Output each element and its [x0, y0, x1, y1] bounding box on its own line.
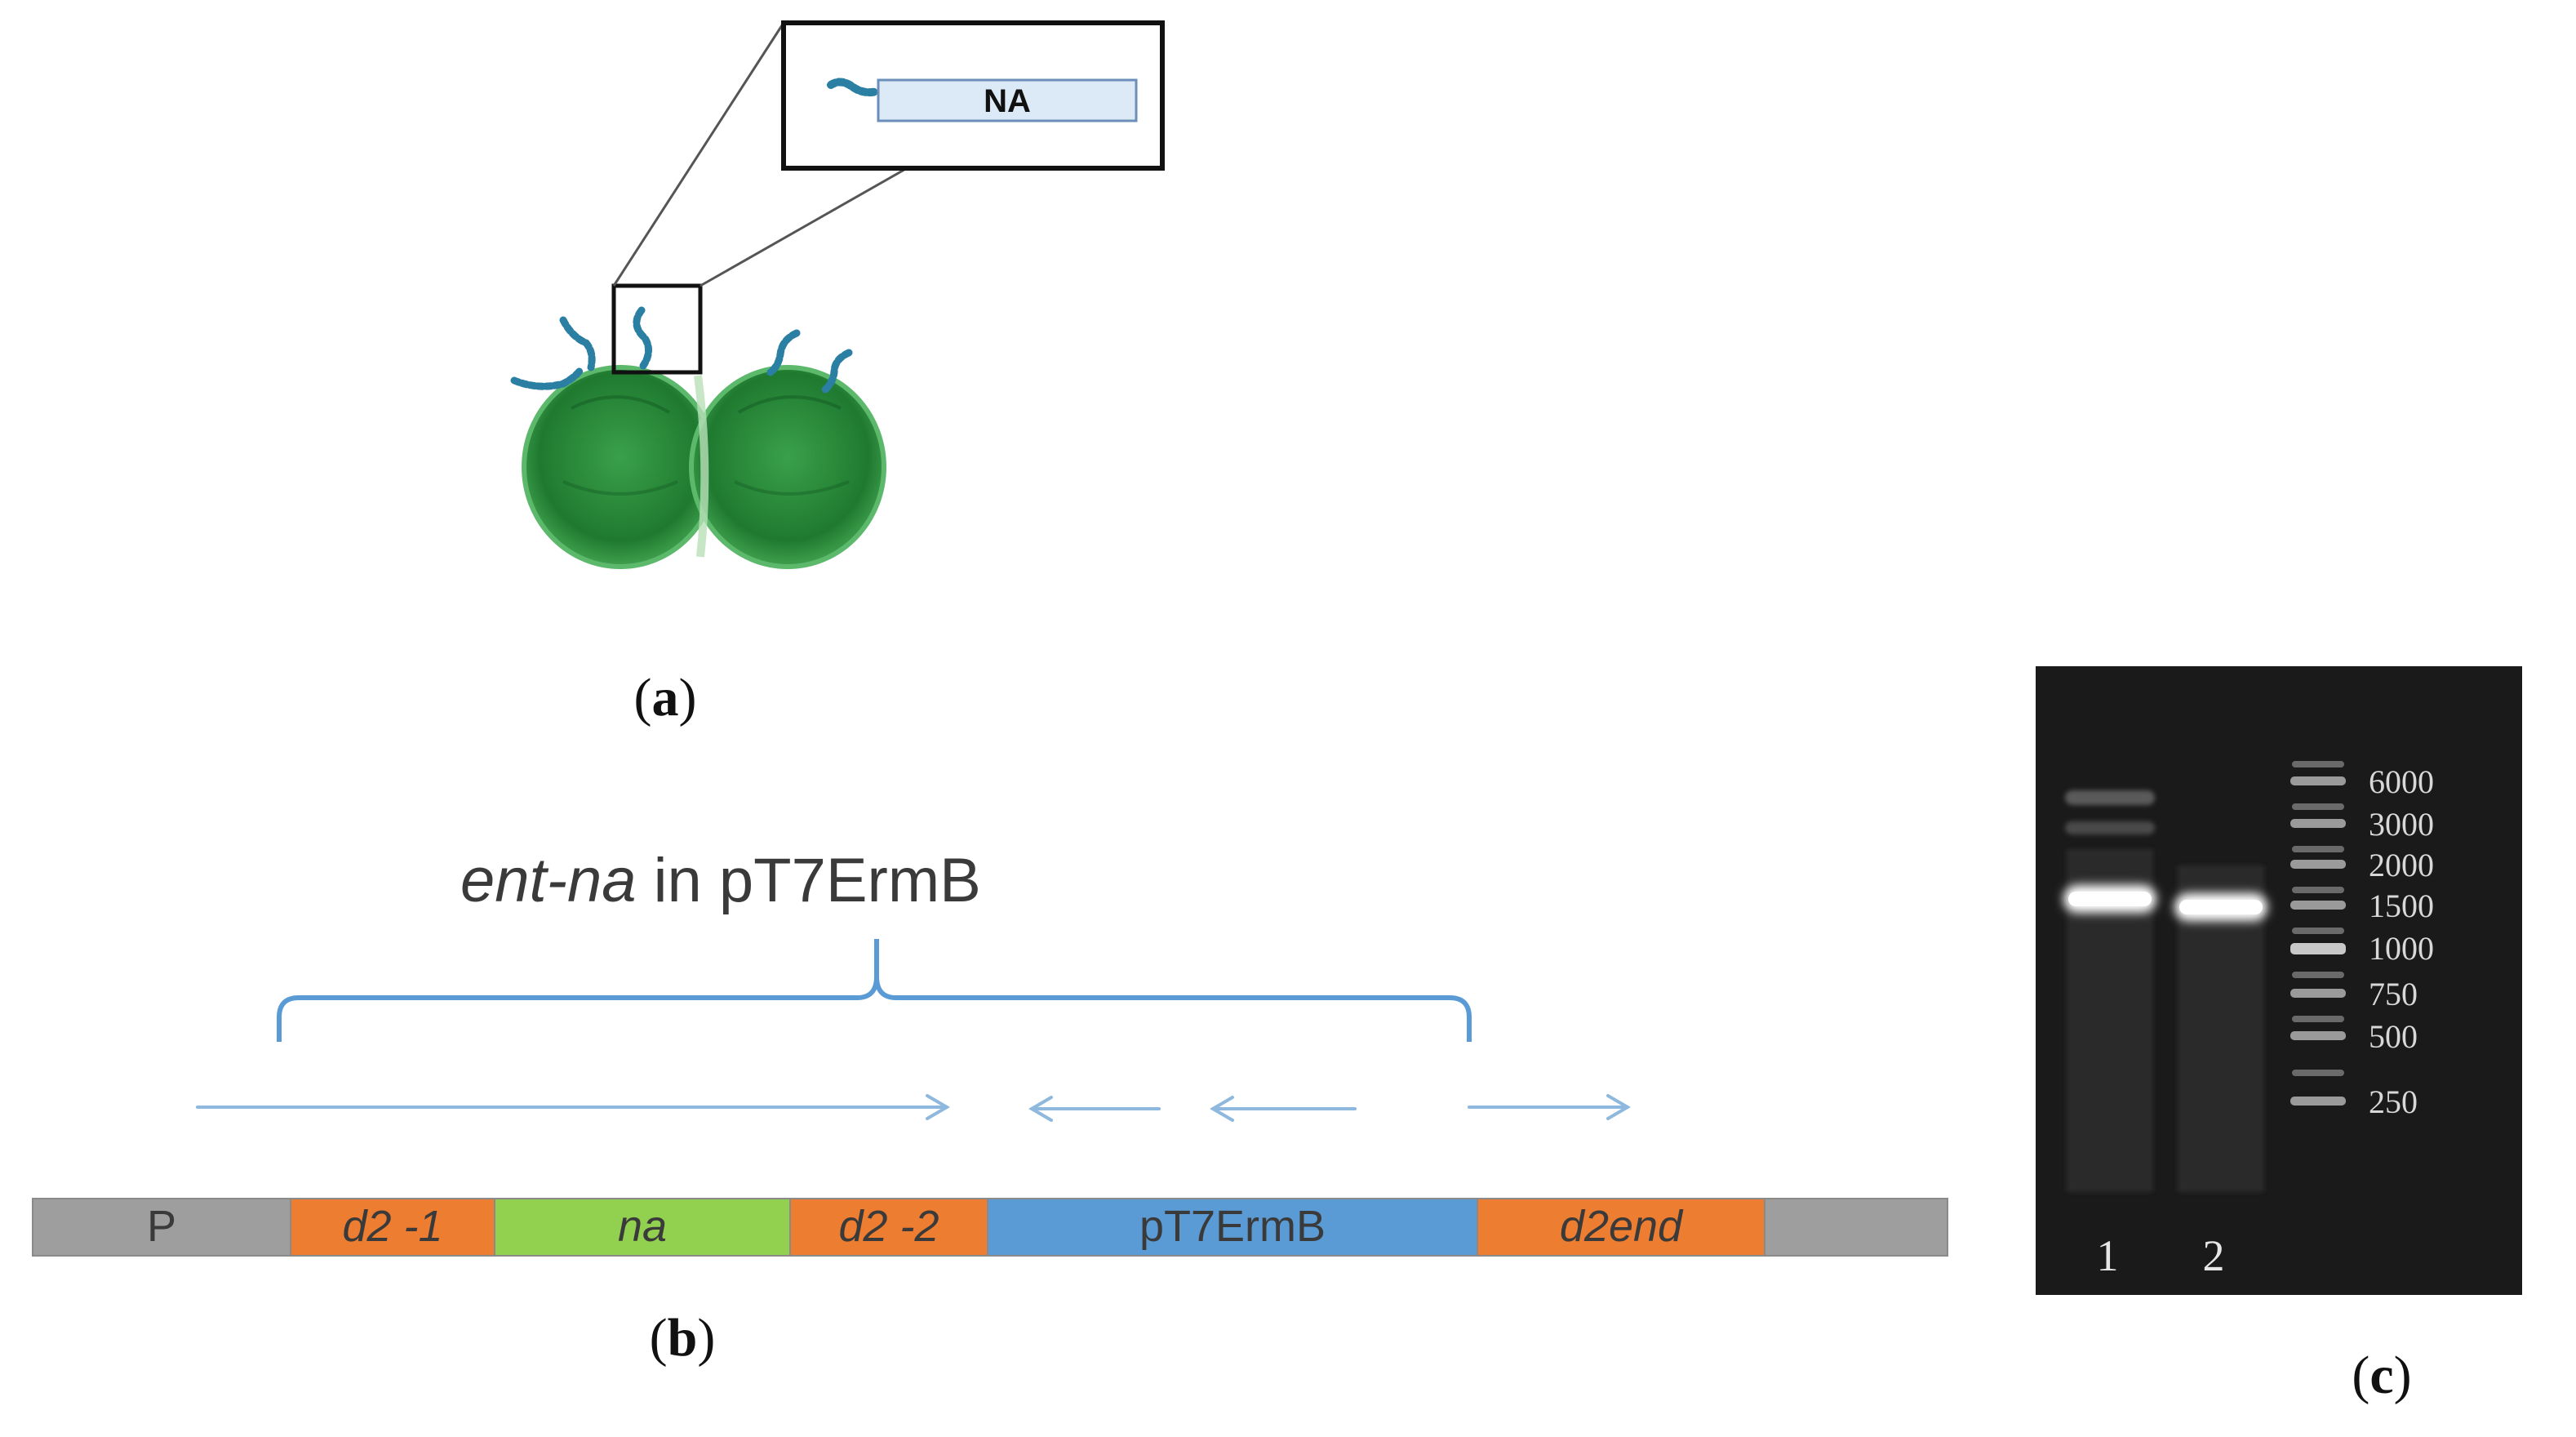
- ladder-band-1500: [2290, 901, 2346, 910]
- construct-segment-5: [1477, 1198, 1765, 1257]
- panel-letter-a: a: [652, 668, 679, 727]
- construct-segment-label-0: P: [147, 1202, 176, 1251]
- ladder-minor-band: [2292, 972, 2344, 978]
- orientation-arrows: [196, 1094, 1631, 1122]
- lane-2: [2174, 865, 2267, 1192]
- construct-segment-label-1: d2 -1: [342, 1202, 442, 1251]
- ladder-label-3000: 3000: [2369, 806, 2434, 843]
- ladder-band-2000: [2290, 860, 2346, 869]
- ladder-minor-band: [2292, 803, 2344, 810]
- ladder-label-750: 750: [2369, 976, 2418, 1012]
- surface-proteins: [510, 306, 853, 394]
- panel-c: 6000 3000 2000 1500 1000 750 500 250 1 2 (c): [2036, 666, 2522, 1405]
- ladder-band-250: [2290, 1097, 2346, 1106]
- panel-label-a: (a): [634, 668, 697, 727]
- panel-a: NA (a): [510, 20, 1165, 727]
- construct-segment-2: [494, 1198, 791, 1257]
- construct-segment-label-2: na: [618, 1202, 667, 1251]
- ladder-minor-band: [2292, 846, 2344, 852]
- ladder-label-500: 500: [2369, 1018, 2418, 1055]
- construct-title: ent-na in pT7ErmB: [460, 846, 981, 915]
- ladder-band-500: [2290, 1031, 2346, 1040]
- ladder-minor-band: [2292, 1070, 2344, 1076]
- arrow-forward-1: [196, 1094, 950, 1120]
- ladder-minor-band: [2292, 1016, 2344, 1022]
- arrow-forward-2: [1468, 1094, 1631, 1120]
- ladder-label-250: 250: [2369, 1083, 2418, 1120]
- ladder-band-1000: [2290, 943, 2346, 954]
- construct-title-gene: ent-na: [460, 846, 637, 915]
- lane-label-2: 2: [2203, 1231, 2225, 1280]
- ladder-minor-band: [2292, 928, 2344, 934]
- construct-bracket: [277, 939, 1472, 1042]
- construct-segment-4: [987, 1198, 1478, 1257]
- ladder-band-6000: [2290, 776, 2346, 785]
- arrow-reverse-2: [1210, 1096, 1357, 1122]
- ladder-label-1000: 1000: [2369, 930, 2434, 967]
- construct-segment-label-5: d2end: [1560, 1202, 1684, 1251]
- construct-segment-6: [1764, 1198, 1948, 1257]
- construct-segment-0: [32, 1198, 291, 1257]
- ladder-minor-band: [2292, 887, 2344, 893]
- construct-segment-label-4: pT7ErmB: [1139, 1202, 1326, 1251]
- ladder-labels: 6000 3000 2000 1500 1000 750 500 250: [2369, 763, 2434, 1120]
- panel-letter-c: c: [2369, 1346, 2393, 1405]
- construct-title-rest: in pT7ErmB: [637, 846, 981, 915]
- zoom-box: [611, 283, 703, 375]
- panel-letter-b: b: [668, 1308, 698, 1368]
- lane-1: [2063, 790, 2156, 1192]
- lane-label-1: 1: [2097, 1231, 2119, 1280]
- ladder-minor-band: [2292, 761, 2344, 767]
- panel-label-c: (c): [2352, 1346, 2411, 1405]
- bacterium-illustration: [522, 365, 886, 569]
- na-label: NA: [984, 83, 1031, 119]
- na-protein-bar: [877, 78, 1138, 122]
- na-callout: NA: [781, 20, 1165, 171]
- ladder-label-6000: 6000: [2369, 763, 2434, 800]
- ladder-lane: [2290, 761, 2346, 1106]
- construct-segment-3: [789, 1198, 988, 1257]
- ladder-label-1500: 1500: [2369, 888, 2434, 924]
- arrow-reverse-1: [1028, 1096, 1161, 1122]
- ladder-label-2000: 2000: [2369, 847, 2434, 883]
- panel-label-b: (b): [650, 1308, 716, 1368]
- construct-segment-label-3: d2 -2: [838, 1202, 939, 1251]
- ladder-band-3000: [2290, 819, 2346, 828]
- ladder-band-750: [2290, 989, 2346, 998]
